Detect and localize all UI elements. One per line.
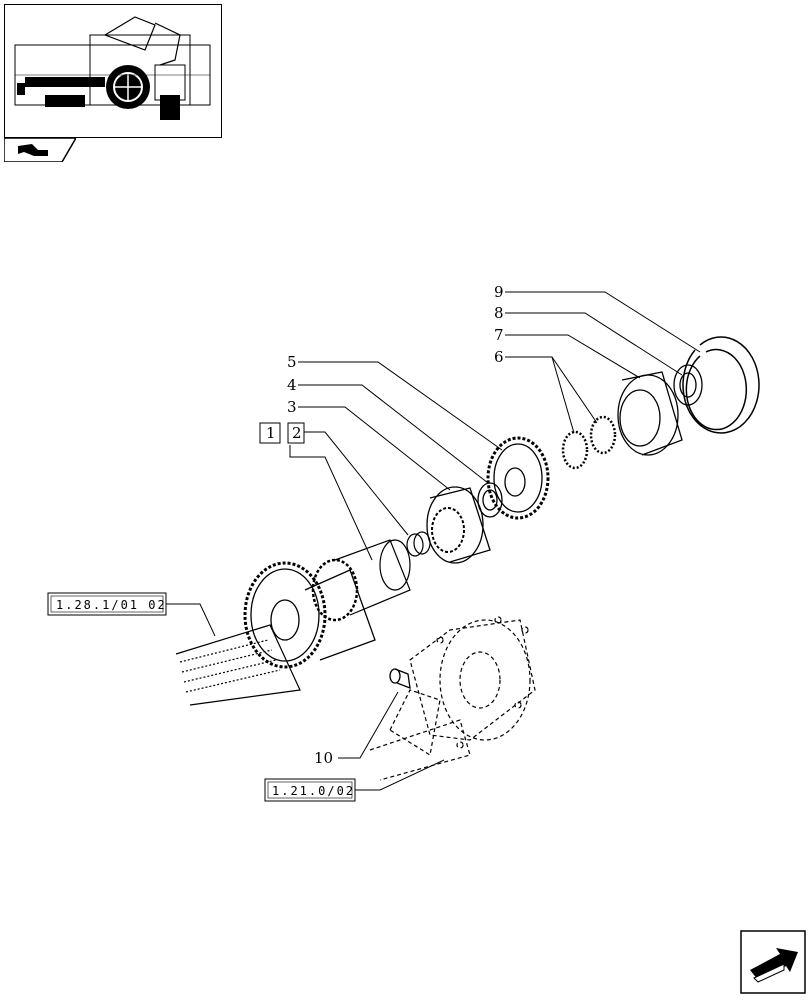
reference-top-link[interactable]: 1.28.1/01 02 [56, 598, 167, 612]
shaft-spline [311, 539, 411, 622]
assembly-thumbnail[interactable] [4, 4, 222, 138]
shaft-gear [243, 561, 376, 669]
callout-1: 1 [266, 424, 276, 442]
callout-2-box[interactable]: 2 [287, 422, 305, 444]
part-3-sleeve [426, 486, 491, 564]
callout-6: 6 [494, 348, 504, 366]
part-7-bearing [617, 371, 683, 456]
next-page-arrow-icon [740, 930, 806, 994]
input-shaft [175, 624, 301, 706]
book-tab[interactable] [3, 137, 78, 163]
book-arrow-icon [3, 137, 78, 163]
callout-7: 7 [494, 326, 504, 344]
callout-10: 10 [314, 749, 333, 767]
callout-2: 2 [292, 424, 302, 442]
leader-lines [166, 291, 701, 791]
housing [369, 616, 536, 781]
callout-5: 5 [287, 353, 297, 371]
part-5-gear [486, 436, 550, 520]
part-10-plug [389, 668, 411, 690]
tractor-transmission-thumbnail-icon [14, 16, 211, 120]
reference-top-box[interactable]: 1.28.1/01 02 [47, 592, 167, 616]
callout-3: 3 [287, 398, 297, 416]
next-page-button[interactable] [740, 930, 806, 994]
part-2-bushing [406, 531, 431, 557]
callout-9: 9 [494, 283, 504, 301]
reference-bottom-box[interactable]: 1.21.0/02 [264, 778, 356, 802]
part-6-needle-cages [561, 415, 617, 470]
part-4-washer [477, 482, 503, 518]
callout-1-box[interactable]: 1 [259, 422, 281, 444]
part-9-snap-ring [682, 336, 760, 434]
callout-4: 4 [287, 376, 297, 394]
callout-8: 8 [494, 304, 504, 322]
reference-bottom-link[interactable]: 1.21.0/02 [272, 784, 355, 798]
part-8-ring [673, 364, 703, 406]
